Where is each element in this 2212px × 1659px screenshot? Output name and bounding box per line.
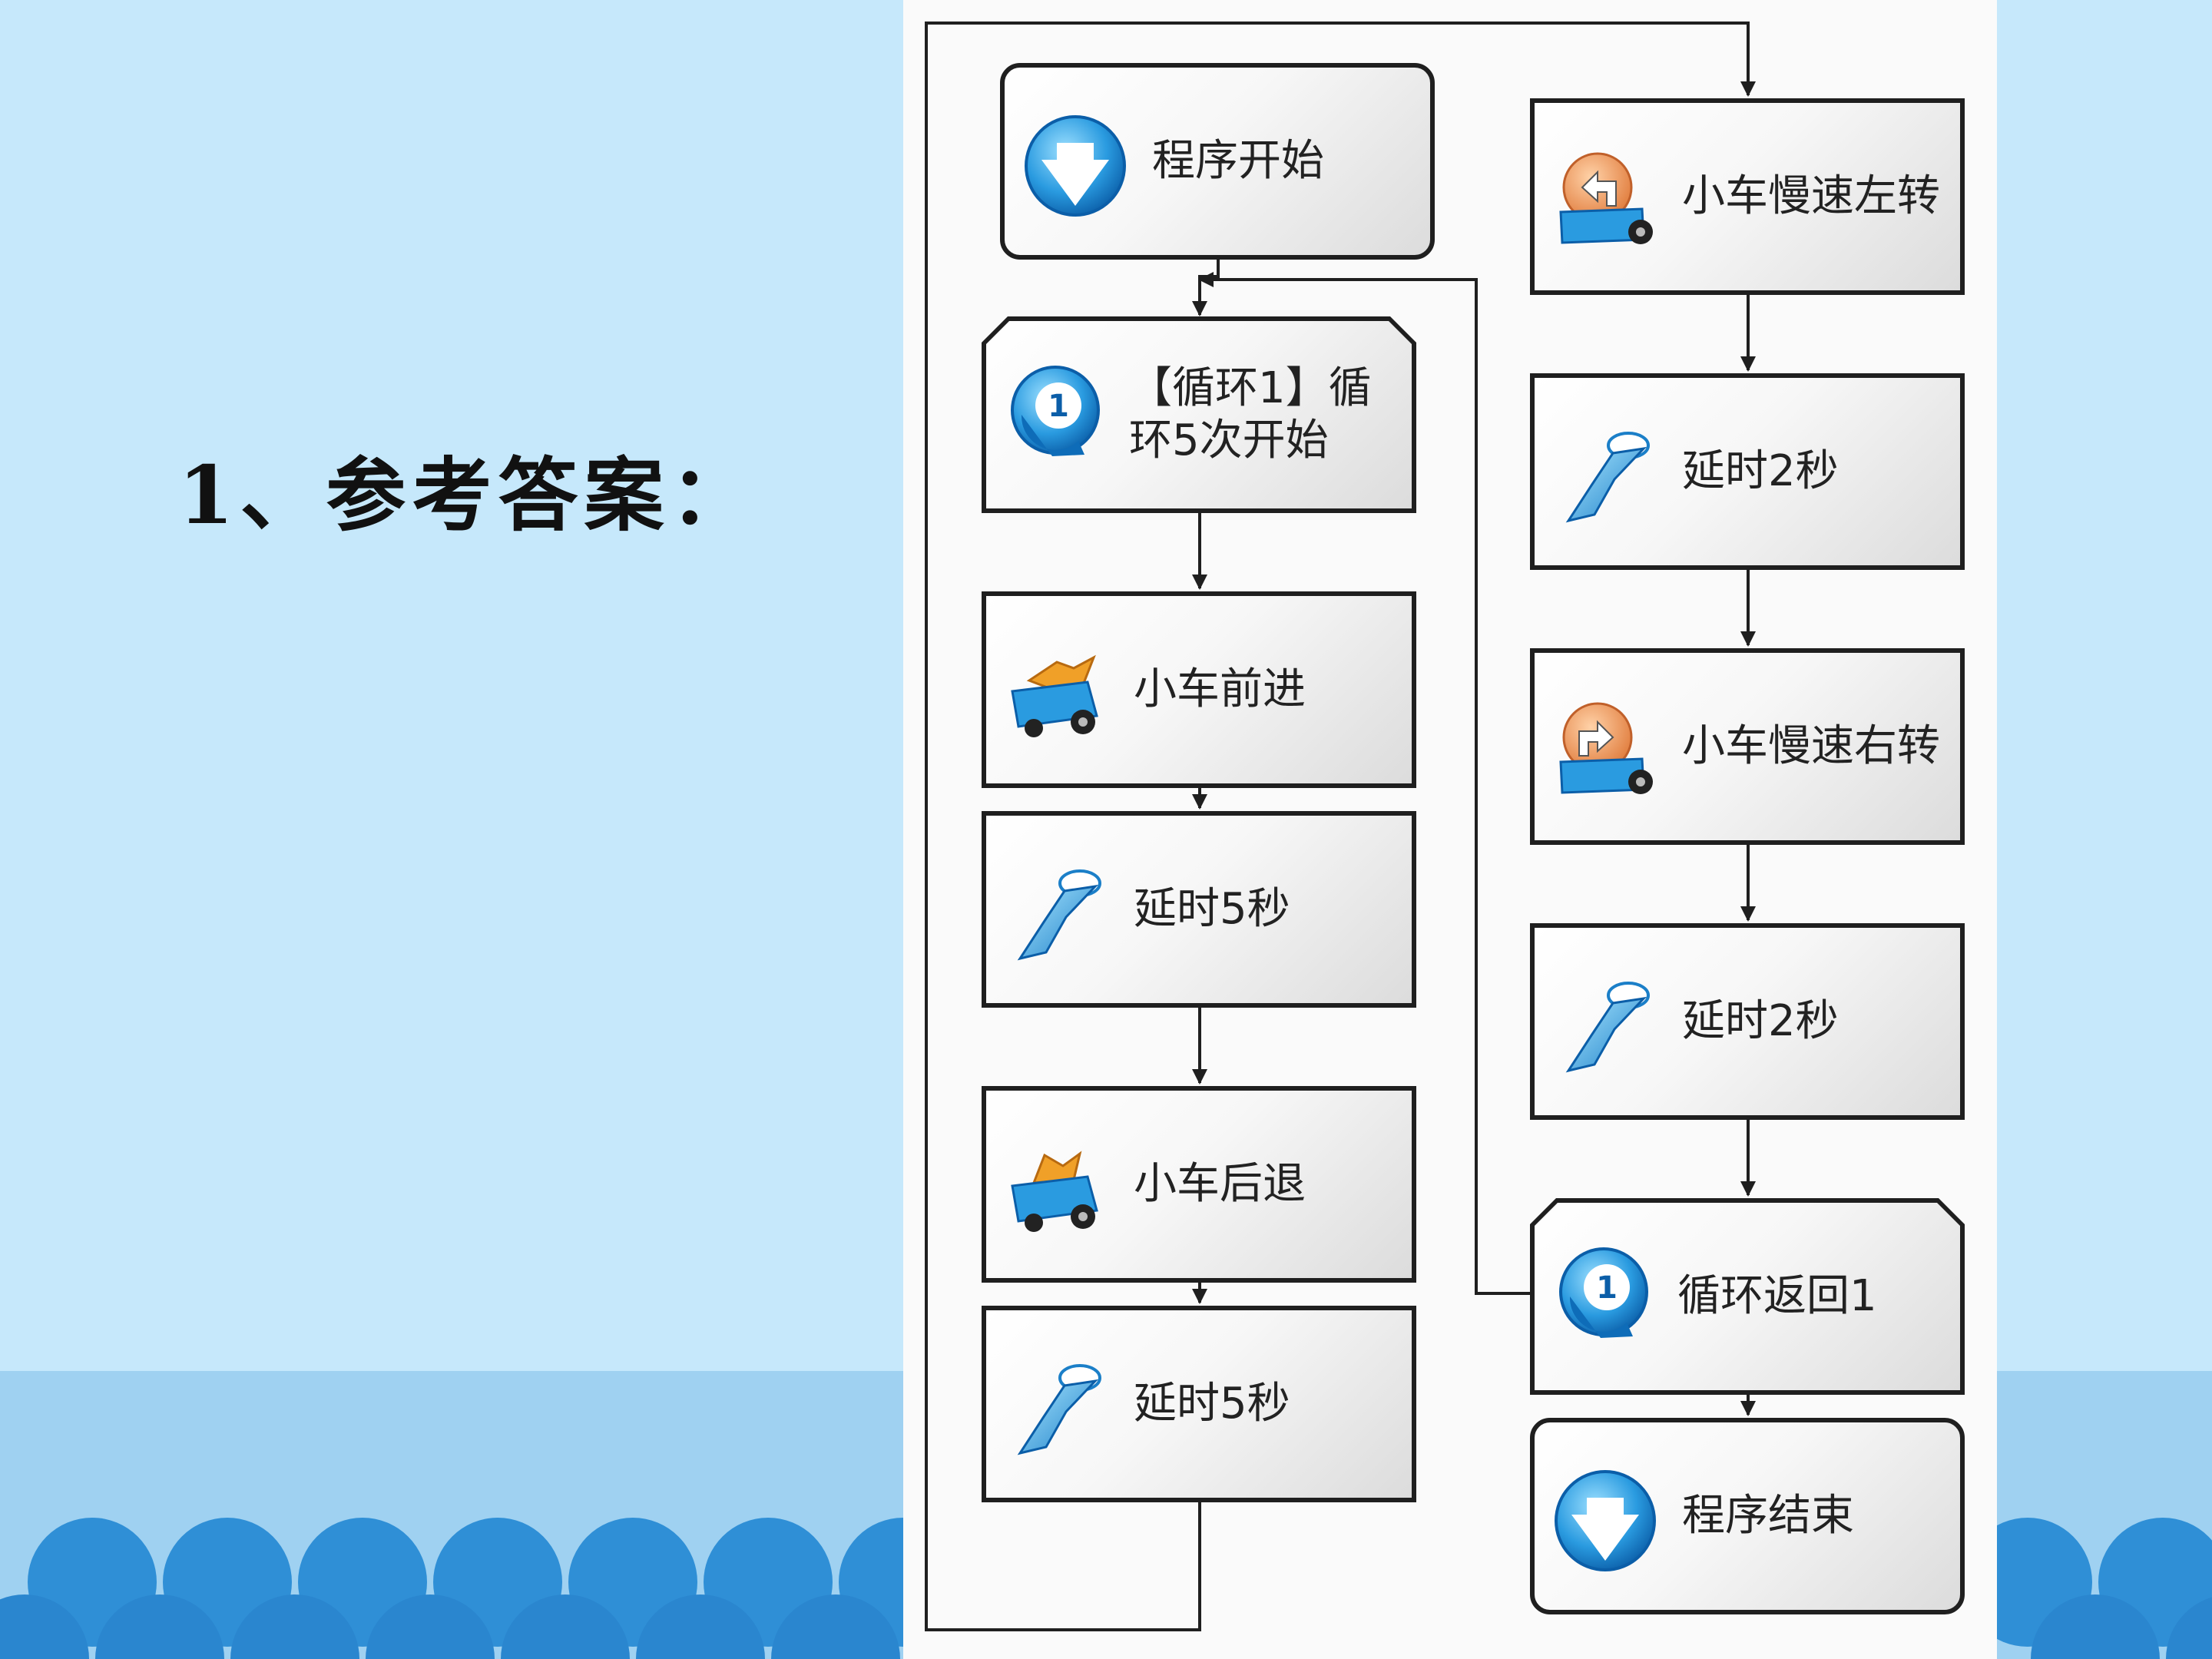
- car-turn-left-icon: [1559, 152, 1653, 244]
- node-program-end: 程序结束: [1530, 1418, 1965, 1614]
- node-label: 程序开始: [1152, 136, 1324, 186]
- node-loop-back: 1 循环返回1: [1530, 1198, 1965, 1395]
- node-delay-4: 延时2秒: [1530, 923, 1965, 1120]
- node-label: 【循环1】循环5次开始: [1129, 363, 1372, 465]
- node-label: 程序结束: [1682, 1491, 1854, 1541]
- node-turn-right: 小车慢速右转: [1530, 648, 1965, 845]
- node-loop-start: 1 【循环1】循环5次开始: [982, 316, 1416, 513]
- car-turn-right-icon: [1559, 702, 1653, 794]
- node-label: 小车前进: [1134, 664, 1306, 714]
- node-label: 延时2秒: [1682, 996, 1839, 1046]
- start-down-arrow-icon: [1025, 115, 1126, 217]
- node-label: 延时2秒: [1682, 446, 1839, 496]
- node-label: 循环返回1: [1677, 1271, 1877, 1321]
- node-program-start: 程序开始: [1000, 63, 1435, 260]
- end-down-arrow-icon: [1555, 1470, 1656, 1571]
- node-label: 延时5秒: [1134, 884, 1290, 934]
- hourglass-icon: [1017, 869, 1101, 961]
- node-delay-1: 延时5秒: [982, 811, 1416, 1008]
- svg-text:1: 1: [1596, 1270, 1618, 1306]
- node-car-backward: 小车后退: [982, 1086, 1416, 1283]
- car-forward-icon: [1011, 654, 1098, 737]
- node-car-forward: 小车前进: [982, 591, 1416, 788]
- car-backward-icon: [1011, 1151, 1098, 1232]
- hourglass-icon: [1565, 982, 1650, 1073]
- node-delay-2: 延时5秒: [982, 1306, 1416, 1502]
- loop-one-icon: 1: [1547, 1243, 1654, 1350]
- node-label: 小车慢速右转: [1682, 721, 1940, 771]
- node-turn-left: 小车慢速左转: [1530, 98, 1965, 295]
- node-label: 延时5秒: [1134, 1379, 1290, 1429]
- node-label: 小车慢速左转: [1682, 171, 1940, 221]
- hourglass-icon: [1017, 1364, 1101, 1455]
- svg-text:1: 1: [1048, 389, 1069, 424]
- node-label: 小车后退: [1134, 1159, 1306, 1209]
- slide-title: 1、参考答案：: [178, 448, 757, 542]
- hourglass-icon: [1565, 432, 1650, 523]
- loop-one-icon: 1: [998, 361, 1106, 469]
- node-delay-3: 延时2秒: [1530, 373, 1965, 570]
